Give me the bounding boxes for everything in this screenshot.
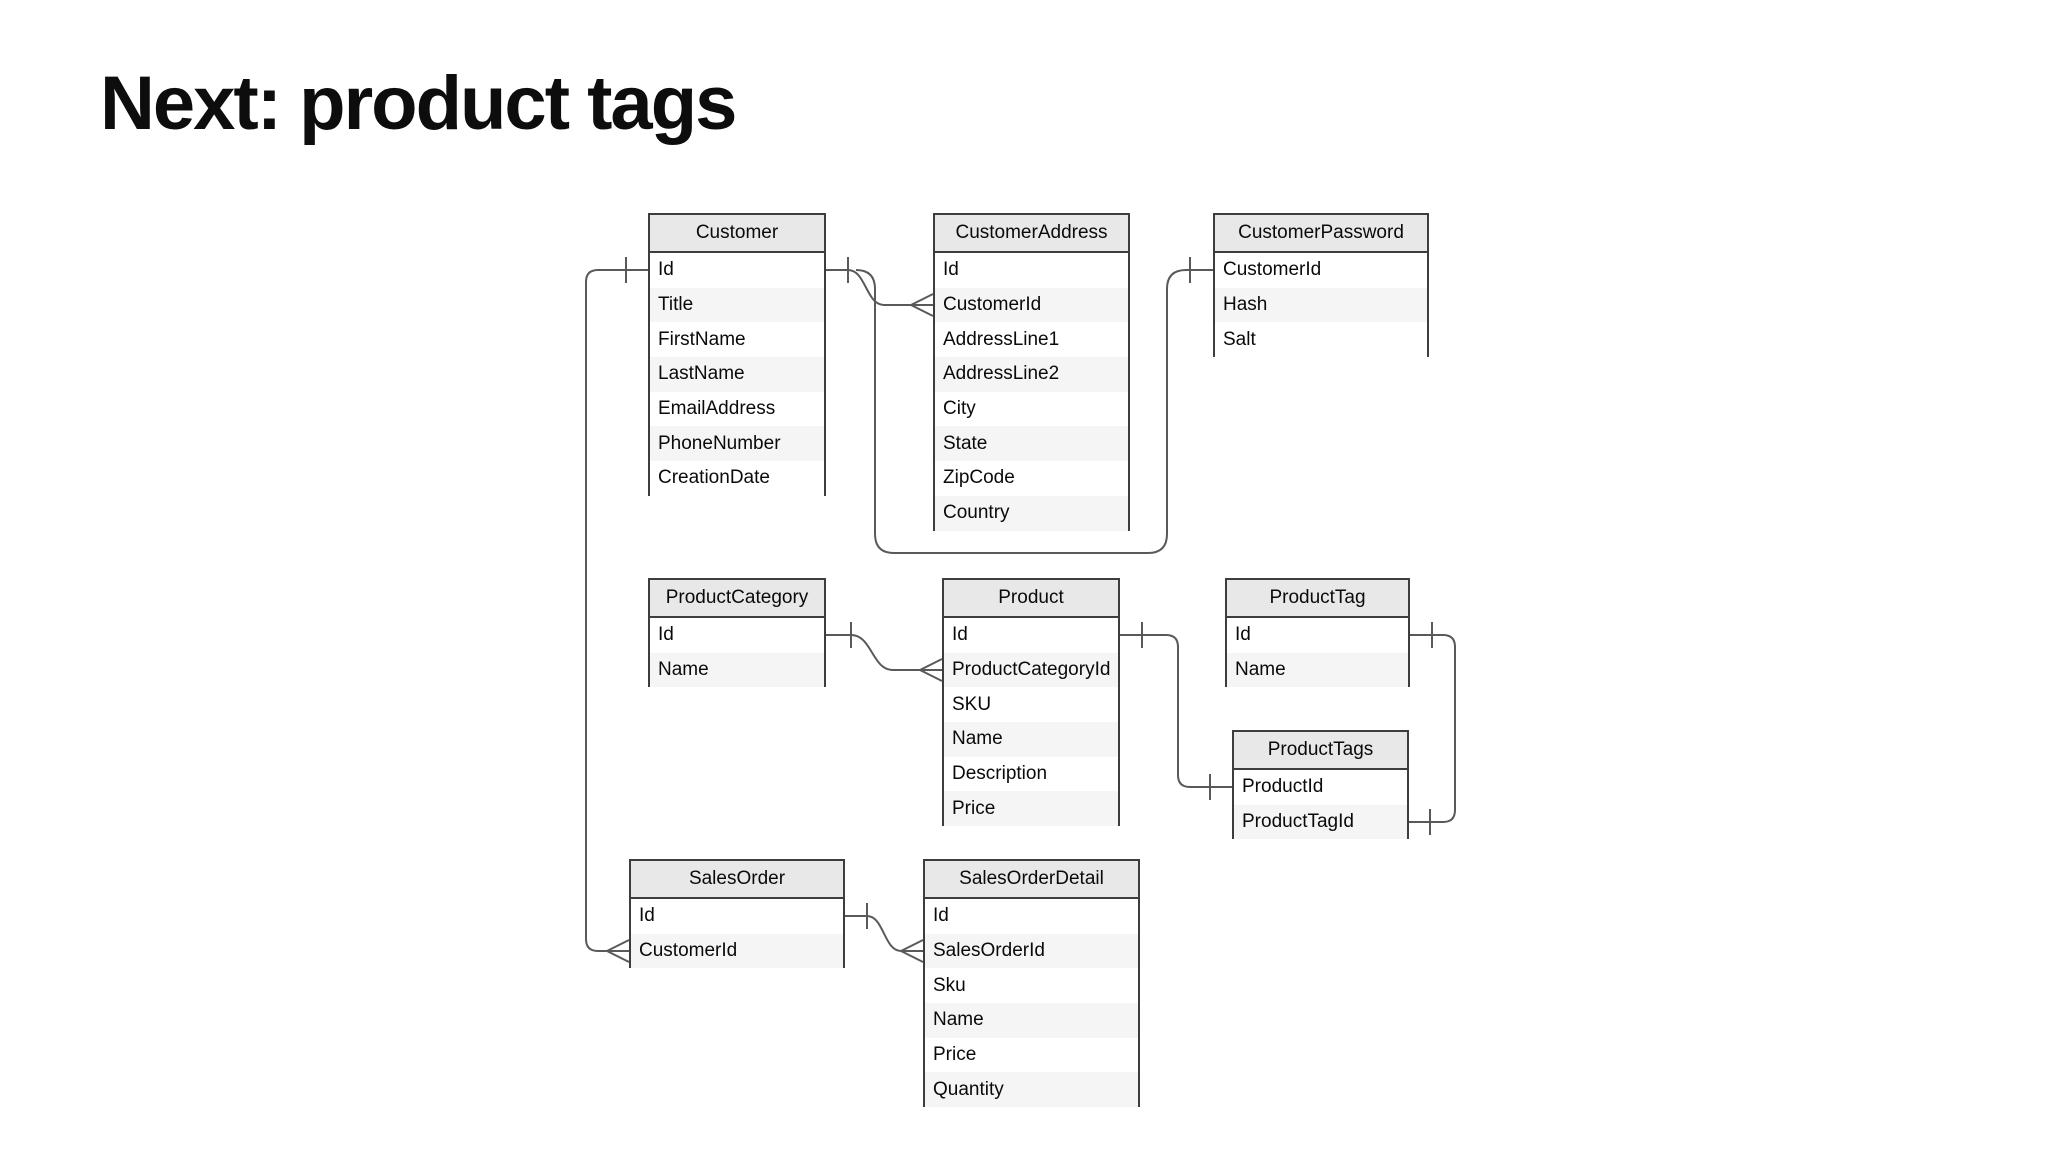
field-customer-password-customerid: CustomerId [1215,253,1427,288]
field-product-tag-id: Id [1227,618,1408,653]
field-product-productcategoryid: ProductCategoryId [944,652,1118,688]
field-sales-order-customerid: CustomerId [631,933,843,969]
field-customer-password-salt: Salt [1215,322,1427,358]
field-customer-password-hash: Hash [1215,287,1427,323]
field-sales-order-detail-sku: Sku [925,968,1138,1004]
entity-title-product-tag: ProductTag [1227,580,1408,618]
crow-foot-marker [606,950,630,963]
entity-title-customer-password: CustomerPassword [1215,215,1427,253]
rel-customer-to-customeraddress [826,257,934,317]
field-sales-order-detail-id: Id [925,899,1138,934]
crow-foot-marker [910,304,934,317]
rel-line-productcategory-to-product [826,634,920,671]
field-sales-order-detail-salesorderid: SalesOrderId [925,933,1138,969]
field-customer-address-zipcode: ZipCode [935,461,1128,496]
rel-line-producttag-to-producttags [1409,634,1456,823]
crow-foot-marker [606,939,630,952]
entity-title-sales-order-detail: SalesOrderDetail [925,861,1138,899]
field-customer-id: Id [650,253,824,288]
field-customer-address-country: Country [935,495,1128,531]
rel-line-customer-to-salesorder [585,269,648,952]
field-customer-lastname: LastName [650,357,824,392]
field-product-tags-productid: ProductId [1234,770,1407,805]
field-customer-firstname: FirstName [650,322,824,358]
rel-productcategory-to-product [826,622,943,682]
field-customer-address-id: Id [935,253,1128,288]
field-customer-phonenumber: PhoneNumber [650,426,824,462]
entity-title-product-tags: ProductTags [1234,732,1407,770]
rel-line-product-to-producttags [1120,634,1232,788]
field-customer-address-customerid: CustomerId [935,287,1128,323]
field-product-category-name: Name [650,652,824,688]
field-sales-order-detail-quantity: Quantity [925,1072,1138,1108]
slide-title: Next: product tags [100,61,737,146]
field-customer-title: Title [650,287,824,323]
crow-foot-marker [900,939,924,952]
rel-salesorder-to-salesorderdetail [845,903,924,963]
field-product-sku: SKU [944,687,1118,723]
entity-title-sales-order: SalesOrder [631,861,843,899]
field-customer-creationdate: CreationDate [650,461,824,496]
field-customer-address-addressline1: AddressLine1 [935,322,1128,358]
entity-title-customer-address: CustomerAddress [935,215,1128,253]
crow-foot-marker [910,293,934,306]
field-customer-emailaddress: EmailAddress [650,391,824,427]
crow-foot-marker [919,669,943,682]
field-product-description: Description [944,756,1118,792]
field-sales-order-detail-price: Price [925,1037,1138,1073]
rel-line-salesorder-to-salesorderdetail [845,915,902,952]
field-product-tags-producttagid: ProductTagId [1234,804,1407,840]
entity-title-product: Product [944,580,1118,618]
field-product-price: Price [944,791,1118,827]
rel-line-customer-to-customeraddress [826,269,911,306]
field-sales-order-id: Id [631,899,843,934]
field-product-tag-name: Name [1227,652,1408,688]
rel-producttag-to-producttags [1409,622,1456,835]
rel-customer-to-salesorder [585,257,648,963]
entity-title-product-category: ProductCategory [650,580,824,618]
field-product-name: Name [944,722,1118,757]
field-sales-order-detail-name: Name [925,1003,1138,1038]
crow-foot-marker [900,950,924,963]
field-customer-address-city: City [935,391,1128,427]
field-product-id: Id [944,618,1118,653]
crow-foot-marker [919,658,943,671]
field-customer-address-state: State [935,426,1128,462]
entity-title-customer: Customer [650,215,824,253]
field-product-category-id: Id [650,618,824,653]
rel-product-to-producttags [1120,622,1232,800]
field-customer-address-addressline2: AddressLine2 [935,357,1128,392]
